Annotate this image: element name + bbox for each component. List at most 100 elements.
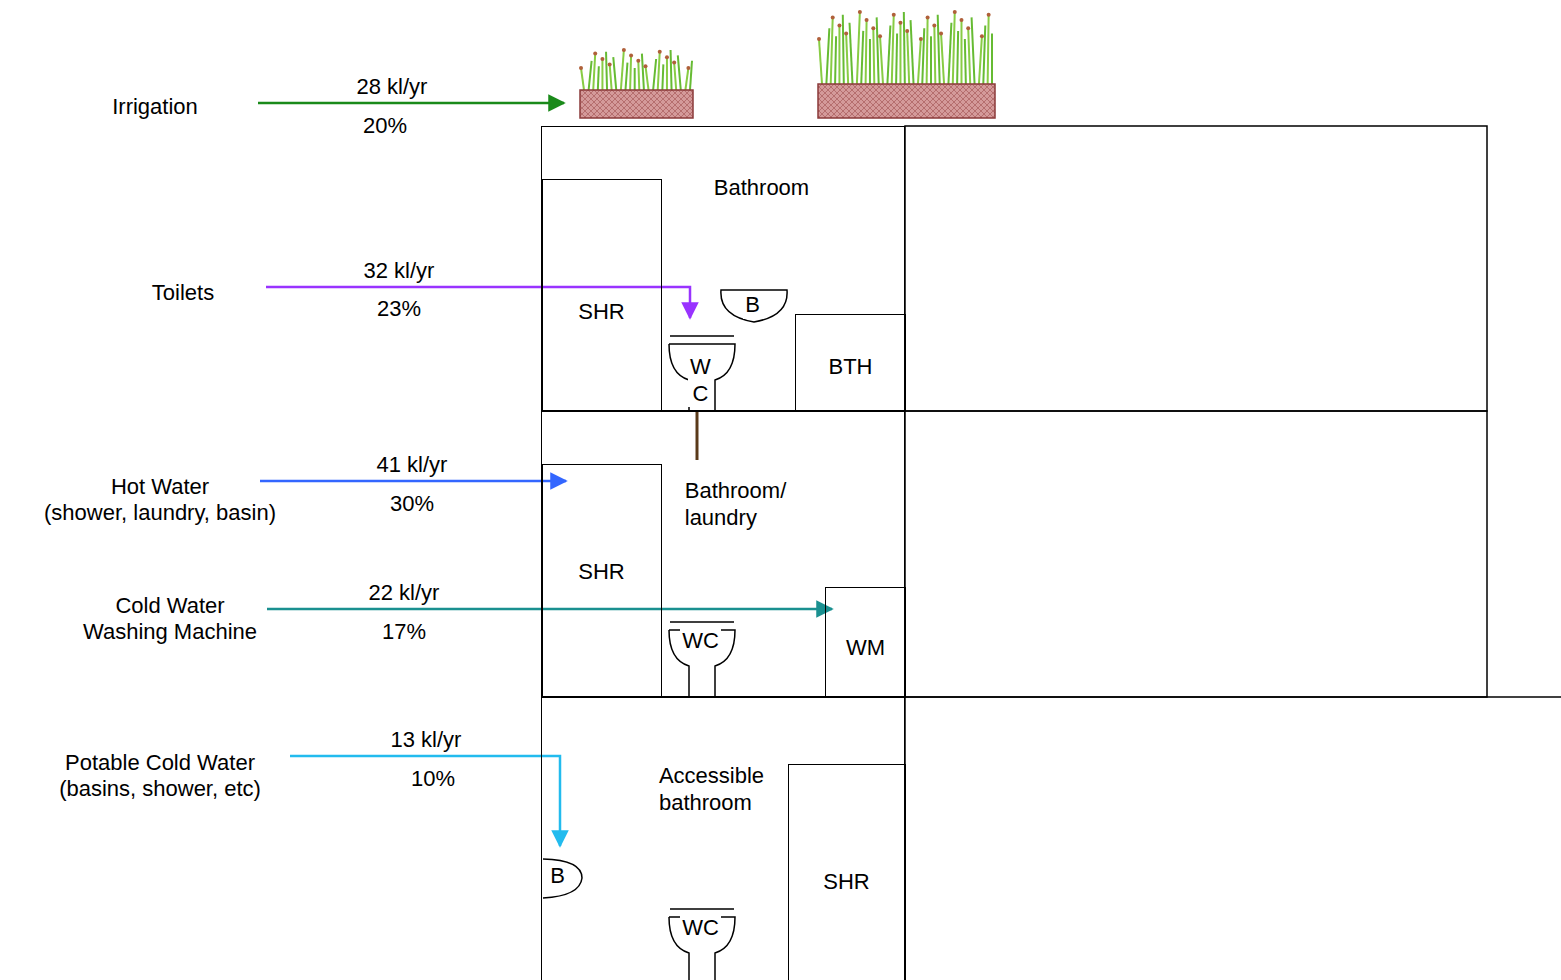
grass-blade bbox=[887, 26, 890, 85]
flower-tip bbox=[898, 21, 902, 25]
building-outline bbox=[905, 411, 1487, 697]
flower-tip bbox=[837, 24, 841, 28]
grass-blade bbox=[593, 54, 595, 90]
flower-tip bbox=[593, 52, 597, 56]
flower-tip bbox=[831, 15, 835, 19]
grass-blade bbox=[850, 23, 853, 84]
flow-label: Hot Water (shower, laundry, basin) bbox=[44, 474, 276, 527]
grass-blade bbox=[922, 28, 924, 84]
grass-blade bbox=[589, 61, 592, 90]
flower-tip bbox=[871, 26, 875, 30]
grass-blade bbox=[831, 17, 833, 84]
grass-blade bbox=[972, 17, 975, 84]
flow-label: Irrigation bbox=[112, 94, 198, 120]
grass-blade bbox=[938, 15, 940, 84]
flower-tip bbox=[608, 62, 612, 66]
grass-blade bbox=[880, 36, 883, 84]
basin-symbol-outline bbox=[721, 290, 787, 322]
basin-symbol-outline bbox=[543, 859, 582, 898]
flower-tip bbox=[932, 24, 936, 28]
grass-blade bbox=[896, 34, 897, 84]
toilet-symbol: W C bbox=[668, 334, 736, 412]
flow-label: Potable Cold Water (basins, shower, etc) bbox=[59, 750, 261, 803]
flower-tip bbox=[686, 66, 690, 70]
flower-tip bbox=[644, 64, 648, 68]
grass-blade bbox=[911, 20, 914, 84]
grass-blade bbox=[948, 23, 951, 84]
flower-tip bbox=[600, 57, 604, 61]
grass-blade bbox=[613, 57, 616, 90]
flow-value: 28 kl/yr bbox=[354, 74, 431, 100]
flow-value: 30% bbox=[387, 491, 437, 517]
flow-arrow bbox=[267, 608, 832, 611]
grass-blade bbox=[674, 63, 676, 90]
flow-value: 32 kl/yr bbox=[361, 258, 438, 284]
grass-blade bbox=[581, 68, 584, 90]
flow-value: 17% bbox=[379, 619, 429, 645]
flower-tip bbox=[865, 18, 869, 22]
grass-blade bbox=[877, 17, 879, 84]
fixture-label: WC bbox=[680, 628, 721, 654]
fixture-label: B bbox=[743, 292, 762, 318]
flow-value: 22 kl/yr bbox=[366, 580, 443, 606]
fixture-label: B bbox=[548, 863, 567, 889]
grass-blade bbox=[658, 52, 660, 90]
flower-tip bbox=[980, 34, 984, 38]
fixture-label: SHR bbox=[576, 299, 626, 325]
flower-tip bbox=[629, 53, 633, 57]
fixture-label: BTH bbox=[827, 354, 875, 380]
grass-blade bbox=[866, 20, 867, 84]
grass-blade bbox=[838, 26, 840, 85]
grass-blade bbox=[601, 59, 603, 90]
flower-tip bbox=[926, 15, 930, 19]
toilet-symbol: WC bbox=[668, 907, 736, 980]
grass-blade bbox=[671, 50, 672, 90]
planter-plants bbox=[579, 10, 992, 90]
room-name: Accessible bathroom bbox=[657, 763, 766, 816]
basin-symbol: B bbox=[542, 858, 584, 900]
fixture-label: W C bbox=[688, 354, 713, 407]
grass-blade bbox=[625, 63, 627, 90]
grass-blade bbox=[941, 34, 944, 84]
flower-tip bbox=[953, 10, 957, 14]
flower-tip bbox=[636, 59, 640, 63]
shower-box: SHR bbox=[542, 179, 662, 412]
shower-box: SHR bbox=[542, 464, 662, 698]
room-outline: Bathroom/ laundrySHRWCWM bbox=[541, 411, 905, 697]
grass-blade bbox=[846, 34, 848, 84]
grass-blade bbox=[685, 68, 688, 90]
building-outline bbox=[905, 126, 1487, 411]
grass-blade bbox=[819, 39, 822, 84]
grass-blade bbox=[835, 36, 836, 84]
grass-blade bbox=[934, 26, 935, 85]
grass-blade bbox=[930, 36, 932, 84]
room-outline: BathroomSHRBW CBTH bbox=[541, 126, 905, 411]
toilet-symbol-outline bbox=[669, 622, 735, 698]
grass-blade bbox=[634, 68, 636, 90]
grass-blade bbox=[988, 15, 989, 84]
flow-arrow bbox=[258, 102, 564, 105]
flow-value: 13 kl/yr bbox=[388, 727, 465, 753]
grass-blade bbox=[991, 34, 993, 84]
toilet-symbol: WC bbox=[668, 620, 736, 698]
shower-box: SHR bbox=[788, 764, 906, 980]
grass-blade bbox=[957, 31, 958, 84]
washing-machine-box: WM bbox=[825, 587, 906, 698]
flower-tip bbox=[959, 18, 963, 22]
fixture-label: WM bbox=[844, 635, 887, 661]
grass-blade bbox=[606, 52, 607, 90]
fixture-label: SHR bbox=[821, 869, 871, 895]
flow-arrow bbox=[290, 756, 560, 846]
fixture-label: SHR bbox=[576, 559, 626, 585]
flower-tip bbox=[878, 34, 882, 38]
toilet-symbol-outline bbox=[669, 909, 735, 980]
flower-tip bbox=[939, 32, 943, 36]
soil-pipe bbox=[696, 411, 699, 460]
flower-tip bbox=[844, 32, 848, 36]
flow-label: Toilets bbox=[152, 280, 214, 306]
flow-value: 23% bbox=[374, 296, 424, 322]
grass-blade bbox=[918, 39, 921, 84]
grass-blade bbox=[983, 26, 985, 85]
toilet-symbol-outline bbox=[669, 336, 735, 412]
